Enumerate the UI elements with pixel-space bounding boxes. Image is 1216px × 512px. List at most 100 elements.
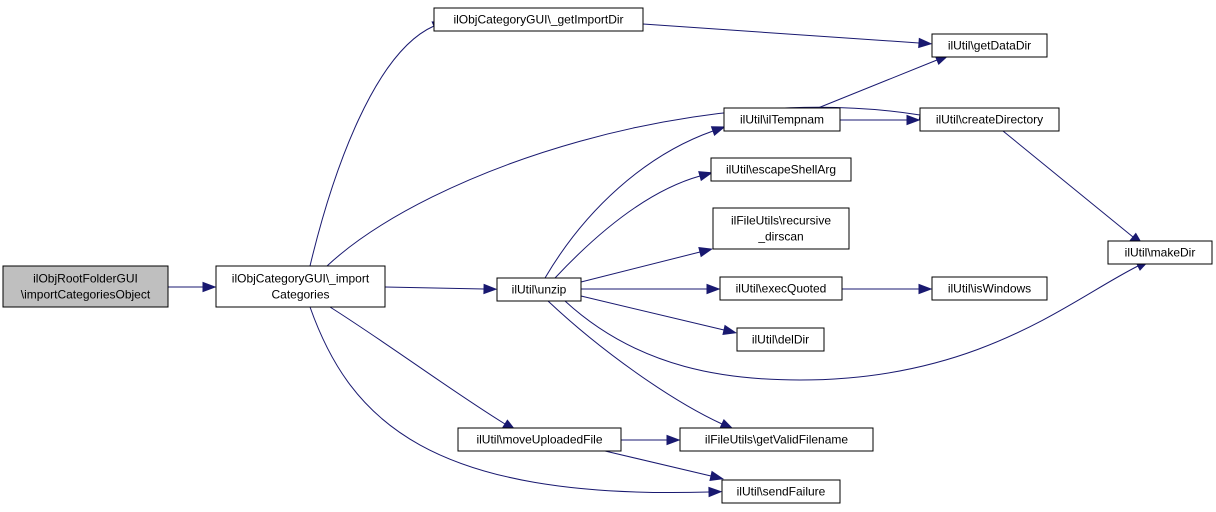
node-get-import-dir[interactable]: ilObjCategoryGUI\_getImportDir	[433, 7, 644, 32]
edge-unzip-to-del_dir	[580, 295, 738, 335]
edge-il_tempnam-to-create_directory	[840, 114, 921, 126]
node-box	[723, 107, 841, 132]
node-box	[721, 479, 841, 504]
edge-unzip-to-make_dir	[564, 259, 1150, 381]
node-label: ilUtil\escapeShellArg	[726, 163, 836, 177]
edge-create_directory-to-make_dir	[1002, 130, 1144, 246]
node-box	[719, 276, 843, 301]
node-box	[712, 207, 850, 250]
edge-move_uploaded_file-to-get_valid_filename	[621, 434, 681, 446]
node-label: ilUtil\moveUploadedFile	[476, 433, 602, 447]
arrowhead	[918, 283, 933, 295]
edge-line	[547, 300, 723, 425]
node-label: ilFileUtils\getValidFilename	[705, 433, 848, 447]
node-label: ilUtil\isWindows	[948, 282, 1031, 296]
node-box	[2, 265, 169, 308]
arrowhead	[666, 434, 681, 446]
node-is-windows[interactable]: ilUtil\isWindows	[931, 276, 1048, 301]
edge-import_categories-to-get_import_dir	[309, 20, 447, 267]
edge-import_categories-to-unzip	[384, 283, 498, 295]
node-box	[496, 277, 582, 302]
arrowhead	[906, 114, 921, 126]
edge-unzip-to-get_valid_filename	[547, 300, 735, 430]
edge-line	[384, 286, 485, 290]
arrowhead	[708, 486, 723, 498]
node-il-tempnam[interactable]: ilUtil\ilTempnam	[723, 107, 841, 132]
edge-line	[309, 25, 435, 267]
edges-layer	[168, 20, 1150, 498]
node-box	[736, 327, 825, 352]
node-label: ilObjCategoryGUI\_getImportDir	[453, 13, 623, 27]
edge-import_categories-to-move_uploaded_file	[329, 306, 517, 432]
node-box	[919, 107, 1060, 132]
node-label: ilUtil\makeDir	[1125, 246, 1196, 260]
edge-line	[309, 306, 710, 494]
node-box	[931, 276, 1048, 301]
edge-exec_quoted-to-is_windows	[842, 283, 933, 295]
node-exec-quoted[interactable]: ilUtil\execQuoted	[719, 276, 843, 301]
edge-unzip-to-recursive_dirscan	[580, 247, 713, 283]
arrowhead	[709, 470, 725, 481]
node-del-dir[interactable]: ilUtil\delDir	[736, 327, 825, 352]
node-move-uploaded-file[interactable]: ilUtil\moveUploadedFile	[457, 427, 622, 452]
edge-get_import_dir-to-get_data_dir	[642, 23, 933, 49]
node-send-failure[interactable]: ilUtil\sendFailure	[721, 479, 841, 504]
node-box	[710, 157, 852, 182]
node-label: ilUtil\delDir	[752, 333, 809, 347]
node-box	[433, 7, 644, 32]
edge-line	[326, 106, 921, 267]
arrowhead	[918, 37, 933, 49]
edge-line	[329, 306, 506, 425]
edge-import_categories-to-send_failure	[309, 306, 723, 498]
node-box	[215, 265, 386, 308]
node-label: ilUtil\ilTempnam	[740, 113, 824, 127]
node-label: ilUtil\sendFailure	[737, 485, 826, 499]
node-label: ilFileUtils\recursive	[731, 214, 831, 228]
edge-unzip-to-il_tempnam	[544, 126, 726, 279]
node-label: ilUtil\getDataDir	[948, 39, 1031, 53]
edge-line	[580, 295, 725, 331]
nodes-layer: ilObjRootFolderGUI \importCategoriesObjec…	[2, 7, 1213, 504]
edge-unzip-to-escape_shell_arg	[554, 171, 713, 279]
node-create-directory[interactable]: ilUtil\createDirectory	[919, 107, 1060, 132]
node-recursive-dirscan[interactable]: ilFileUtils\recursive _dirscan	[712, 207, 850, 250]
arrowhead	[483, 283, 498, 295]
edge-line	[642, 23, 920, 44]
arrowhead	[710, 126, 726, 137]
node-label: _dirscan	[757, 230, 803, 244]
node-label: ilObjCategoryGUI\_import	[232, 272, 370, 286]
node-box	[457, 427, 622, 452]
edge-line	[580, 251, 701, 283]
edge-line	[1002, 130, 1134, 238]
node-box	[1107, 240, 1213, 265]
edge-line	[604, 450, 712, 477]
node-get-data-dir[interactable]: ilUtil\getDataDir	[931, 33, 1048, 58]
node-box	[679, 427, 874, 452]
node-root[interactable]: ilObjRootFolderGUI \importCategoriesObjec…	[2, 265, 169, 308]
node-label: ilObjRootFolderGUI	[33, 272, 138, 286]
arrowhead	[698, 171, 713, 182]
node-get-valid-filename[interactable]: ilFileUtils\getValidFilename	[679, 427, 874, 452]
node-label: \importCategoriesObject	[21, 288, 151, 302]
node-escape-shell-arg[interactable]: ilUtil\escapeShellArg	[710, 157, 852, 182]
edge-il_tempnam-to-get_data_dir	[817, 54, 950, 109]
node-make-dir[interactable]: ilUtil\makeDir	[1107, 240, 1213, 265]
node-label: Categories	[271, 288, 329, 302]
node-label: ilUtil\unzip	[512, 283, 567, 297]
arrowhead	[698, 247, 713, 258]
edge-line	[554, 175, 701, 279]
edge-line	[817, 59, 938, 109]
node-unzip[interactable]: ilUtil\unzip	[496, 277, 582, 302]
node-label: ilUtil\execQuoted	[736, 282, 827, 296]
arrowhead	[722, 324, 738, 335]
node-box	[931, 33, 1048, 58]
edge-move_uploaded_file-to-send_failure	[604, 450, 725, 481]
node-import-categories[interactable]: ilObjCategoryGUI\_importCategories	[215, 265, 386, 308]
edge-line	[544, 130, 714, 279]
edge-root-to-import_categories	[168, 281, 217, 293]
arrowhead	[202, 281, 217, 293]
edge-line	[564, 265, 1139, 381]
edge-unzip-to-exec_quoted	[581, 283, 721, 295]
arrowhead	[706, 283, 721, 295]
